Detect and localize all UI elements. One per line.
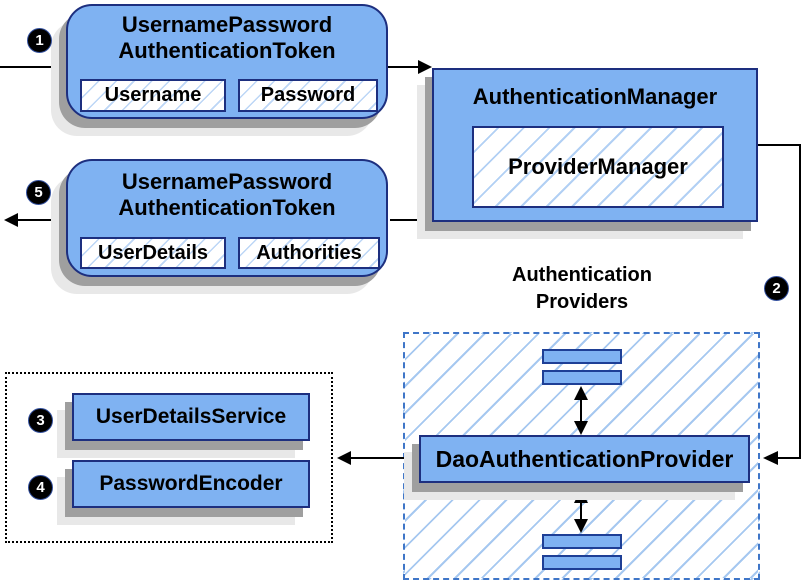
other-provider-bar-top-1: [542, 349, 622, 364]
top-double-arrow-down-head: [574, 421, 588, 435]
password-encoder-node: PasswordEncoder: [72, 460, 310, 508]
step-5-badge: 5: [26, 180, 51, 205]
dao-authentication-provider-node: DaoAuthenticationProvider: [419, 435, 750, 483]
authentication-manager-title: AuthenticationManager: [472, 84, 718, 109]
provider-to-services-arrowhead: [337, 451, 351, 465]
authorities-field-box: Authorities: [238, 237, 380, 269]
request-token-title-line2: AuthenticationToken: [118, 38, 336, 63]
bottom-double-arrow-up-head: [574, 489, 588, 503]
manager-to-provider-arrowhead: [763, 451, 778, 465]
authentication-providers-label: Authentication Providers: [462, 262, 702, 316]
step-2-badge: 2: [764, 276, 789, 301]
username-field-box: Username: [80, 79, 226, 112]
authentication-manager-node: AuthenticationManager ProviderManager: [432, 68, 758, 222]
manager-to-provider-line: [758, 144, 801, 459]
user-details-service-node: UserDetailsService: [72, 393, 310, 441]
password-field-box: Password: [238, 79, 378, 112]
response-token-title-line1: UsernamePassword: [121, 169, 333, 194]
authentication-providers-label-line1: Authentication: [512, 264, 652, 286]
services-panel: [5, 372, 333, 543]
step-3-badge: 3: [28, 408, 53, 433]
step-1-badge: 1: [27, 28, 52, 53]
request-token-title-line1: UsernamePassword: [121, 12, 333, 37]
other-provider-bar-bottom-2: [542, 555, 622, 570]
step-4-badge: 4: [28, 475, 53, 500]
authentication-providers-label-line2: Providers: [535, 291, 629, 313]
other-provider-bar-top-2: [542, 370, 622, 385]
user-details-field-box: UserDetails: [80, 237, 226, 269]
response-token-title: UsernamePassword AuthenticationToken: [68, 169, 386, 221]
response-token-node: UsernamePassword AuthenticationToken Use…: [66, 159, 388, 277]
response-outgoing-arrowhead: [4, 213, 18, 227]
bottom-double-arrow-down-head: [574, 519, 588, 533]
provider-manager-box: ProviderManager: [472, 126, 724, 208]
token-to-manager-arrowhead: [418, 60, 432, 74]
request-token-node: UsernamePassword AuthenticationToken Use…: [66, 4, 388, 119]
top-double-arrow-up-head: [574, 386, 588, 400]
other-provider-bar-bottom-1: [542, 534, 622, 549]
request-token-title: UsernamePassword AuthenticationToken: [68, 12, 386, 64]
response-token-title-line2: AuthenticationToken: [118, 195, 336, 220]
